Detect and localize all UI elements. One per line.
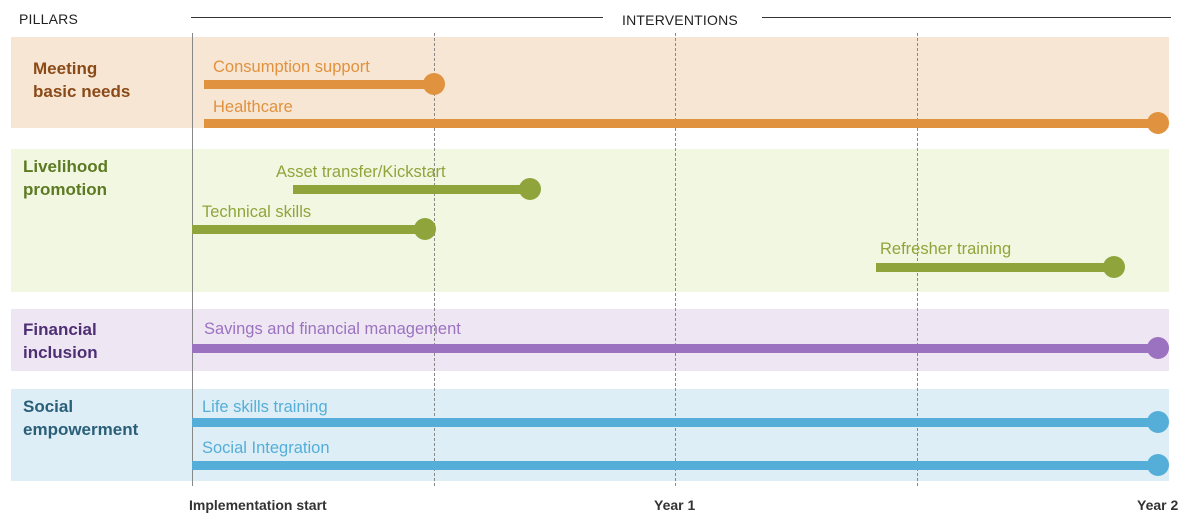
intervention-end-dot: [1103, 256, 1125, 278]
intervention-end-dot: [519, 178, 541, 200]
pillar-label-line2: inclusion: [23, 343, 98, 362]
interventions-header: INTERVENTIONS: [622, 12, 738, 28]
pillar-label-line1: Financial: [23, 320, 97, 339]
intervention-bar: [876, 263, 1113, 272]
intervention-end-dot: [1147, 112, 1169, 134]
intervention-bar: [204, 80, 434, 89]
band-meeting-basic-needs: [11, 37, 1169, 128]
intervention-end-dot: [414, 218, 436, 240]
interventions-rule-left: [191, 17, 603, 18]
dashed-gridline: [434, 33, 435, 486]
pillar-label-line2: empowerment: [23, 420, 139, 439]
pillar-label-meeting-basic-needs: Meeting basic needs: [33, 57, 130, 103]
intervention-label: Consumption support: [213, 58, 370, 76]
intervention-end-dot: [1147, 337, 1169, 359]
intervention-end-dot: [1147, 411, 1169, 433]
intervention-label: Asset transfer/Kickstart: [276, 163, 446, 181]
intervention-bar: [192, 225, 425, 234]
pillar-label-line2: promotion: [23, 180, 108, 199]
intervention-label: Healthcare: [213, 98, 293, 116]
intervention-label: Savings and financial management: [204, 320, 461, 338]
intervention-bar: [192, 344, 1158, 353]
axis-tick-year-1: Year 1: [654, 497, 696, 513]
pillar-label-social-empowerment: Social empowerment: [23, 395, 138, 441]
pillar-label-financial-inclusion: Financial inclusion: [23, 318, 98, 364]
band-financial-inclusion: [11, 309, 1169, 371]
pillar-label-line1: Livelihood: [23, 157, 108, 176]
intervention-end-dot: [423, 73, 445, 95]
interventions-rule-right: [762, 17, 1171, 18]
intervention-label: Life skills training: [202, 398, 328, 416]
intervention-bar: [192, 461, 1158, 470]
pillar-label-livelihood-promotion: Livelihood promotion: [23, 155, 108, 201]
pillar-label-line1: Social: [23, 397, 74, 416]
pillars-header: PILLARS: [19, 11, 78, 27]
intervention-end-dot: [1147, 454, 1169, 476]
pillar-label-line1: Meeting: [33, 59, 98, 78]
pillar-label-line2: basic needs: [33, 82, 131, 101]
dashed-gridline: [675, 33, 676, 486]
intervention-label: Technical skills: [202, 203, 312, 221]
intervention-bar: [293, 185, 530, 194]
intervention-label: Refresher training: [880, 240, 1012, 258]
axis-tick-implementation-start: Implementation start: [189, 497, 327, 513]
axis-tick-year-2: Year 2: [1137, 497, 1179, 513]
start-line: [192, 33, 193, 486]
intervention-bar: [192, 418, 1158, 427]
intervention-label: Social Integration: [202, 439, 330, 457]
intervention-bar: [204, 119, 1158, 128]
dashed-gridline: [917, 33, 918, 486]
